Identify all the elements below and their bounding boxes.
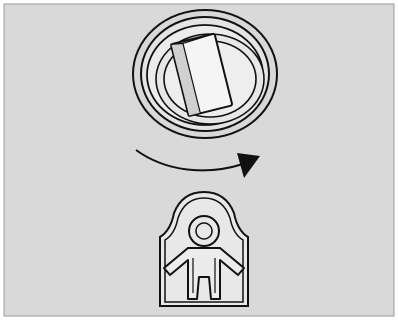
rotary-lock-knob-icon [133, 10, 277, 138]
